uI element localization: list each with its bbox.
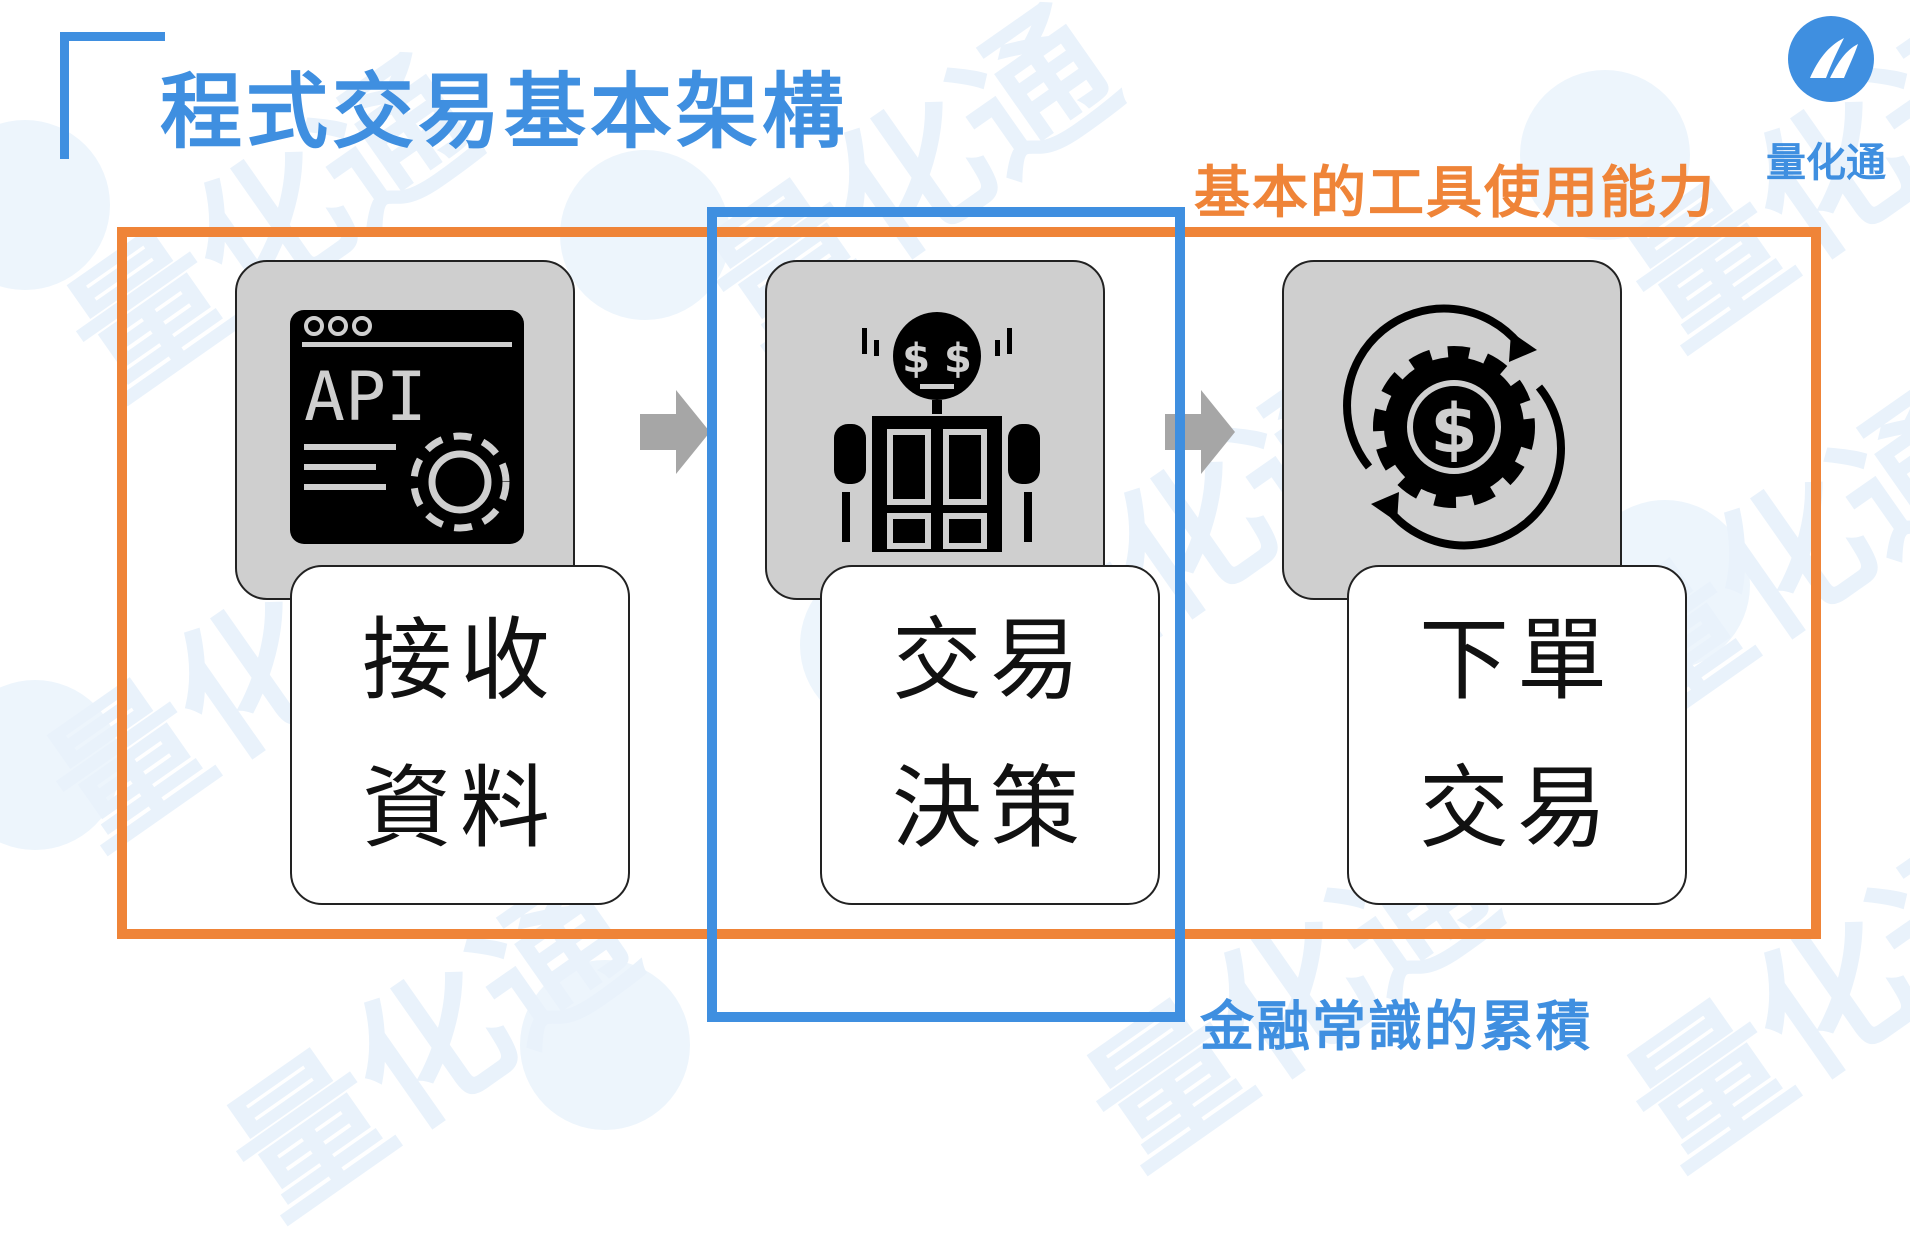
- blue-group-box: [707, 207, 1185, 1022]
- step-1-icon-card: API: [235, 260, 575, 600]
- step-2-icon-card: $ $: [765, 260, 1105, 600]
- dollar-gear-cycle-icon: $: [1343, 304, 1565, 550]
- orange-group-box: [117, 227, 1821, 939]
- watermark-logo: [0, 680, 120, 850]
- arrow-right-icon: [1165, 390, 1235, 474]
- page-title: 程式交易基本架構: [160, 65, 849, 160]
- step-3-line-2: 交易: [1419, 756, 1615, 861]
- step-2-line-1: 交易: [892, 608, 1088, 713]
- step-3-line-1: 下單: [1419, 608, 1615, 713]
- api-text: API: [304, 358, 427, 437]
- step-3-label-card: 下單 交易: [1347, 565, 1687, 905]
- title-bracket: [60, 32, 165, 159]
- arrow-right-icon: [640, 390, 710, 474]
- watermark-logo: [520, 960, 690, 1130]
- logo: 量化通: [1760, 8, 1900, 186]
- svg-text:$: $: [1430, 390, 1477, 469]
- svg-text:$ $: $ $: [902, 336, 972, 382]
- step-3-icon-card: $: [1282, 260, 1622, 600]
- step-1-label-card: 接收 資料: [290, 565, 630, 905]
- step-1-line-2: 資料: [362, 756, 558, 861]
- blue-group-label: 金融常識的累積: [1200, 995, 1592, 1058]
- robot-dollar-icon: $ $: [834, 312, 1040, 552]
- orange-group-label: 基本的工具使用能力: [1194, 161, 1716, 226]
- step-2-line-2: 決策: [892, 756, 1088, 861]
- step-2-label-card: 交易 決策: [820, 565, 1160, 905]
- logo-text: 量化通: [1766, 140, 1886, 186]
- api-gear-icon: API: [290, 310, 524, 544]
- step-1-line-1: 接收: [362, 608, 558, 713]
- logo-icon: [1788, 16, 1874, 102]
